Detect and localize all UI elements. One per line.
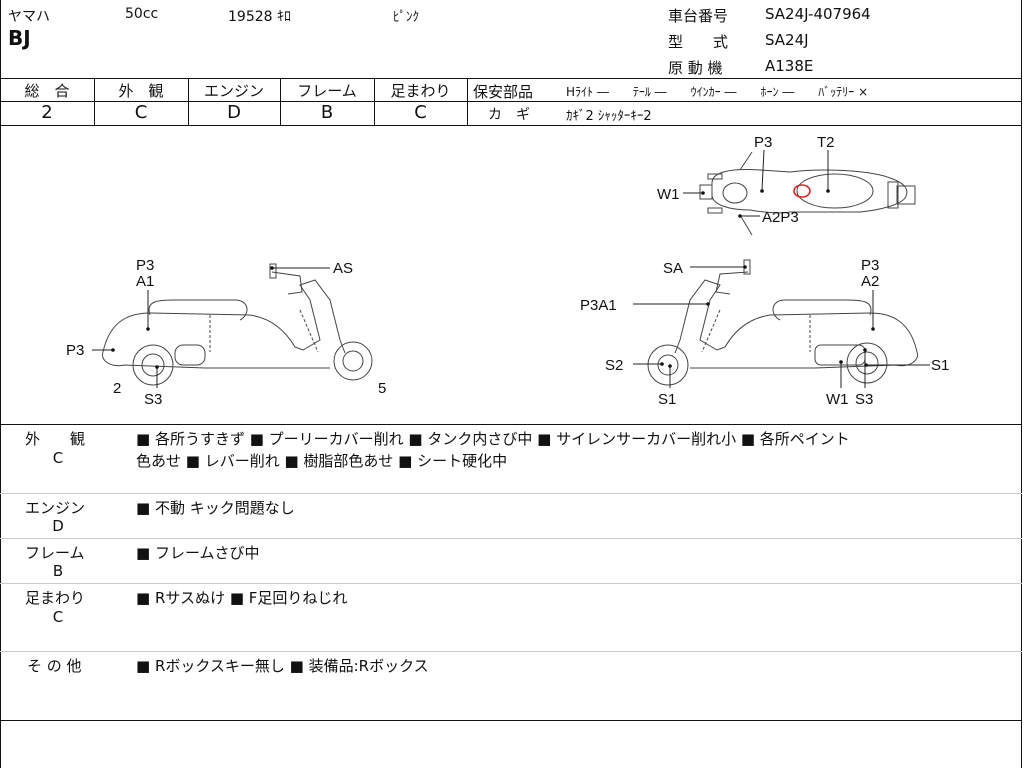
divider: [94, 78, 95, 125]
label-right-s3: S3: [855, 391, 873, 408]
label-left-a1: A1: [136, 273, 154, 290]
grade-exterior-value: C: [134, 102, 148, 123]
divider: [0, 538, 1022, 539]
note-exterior-line1: ■ 各所うすきず ■ プーリーカバー削れ ■ タンク内さび中 ■ サイレンサーカ…: [136, 430, 850, 448]
label-right-w1: W1: [826, 391, 849, 408]
engine-model: A138E: [765, 57, 814, 75]
label-top-a2p3: A2P3: [762, 209, 799, 226]
label-left-p3: P3: [136, 257, 154, 274]
type-label: 型 式: [668, 33, 729, 51]
engine-label: 原 動 機: [668, 59, 723, 77]
divider: [0, 583, 1022, 584]
note-exterior-grade: C: [52, 449, 64, 467]
divider: [0, 720, 1022, 721]
label-right-s2: S2: [605, 357, 623, 374]
note-other-label: そ の 他: [27, 657, 82, 675]
note-engine-label: エンジン: [25, 499, 86, 517]
frame-no-label: 車台番号: [668, 7, 729, 25]
model-name: BJ: [8, 26, 31, 50]
grade-frame-value: B: [320, 102, 334, 123]
displacement: 50cc: [125, 6, 159, 22]
divider: [467, 78, 468, 125]
divider: [1021, 0, 1022, 768]
frame-no: SA24J-407964: [765, 5, 871, 23]
safety-items: Hﾗｲﾄ ― ﾃｰﾙ ― ｳｲﾝｶｰ ― ﾎｰﾝ ― ﾊﾞｯﾃﾘｰ ×: [566, 85, 869, 99]
divider: [0, 424, 1022, 425]
grade-suspension-label: 足まわり: [390, 82, 451, 100]
grade-suspension-value: C: [414, 102, 427, 123]
label-left-5: 5: [378, 380, 386, 397]
note-other-line1: ■ Rボックスキー無し ■ 装備品:Rボックス: [136, 657, 429, 675]
type: SA24J: [765, 31, 809, 49]
divider: [0, 651, 1022, 652]
note-engine-line1: ■ 不動 キック問題なし: [136, 499, 295, 517]
grade-exterior-label: 外 観: [118, 82, 164, 100]
damage-marker-circle: [793, 184, 811, 198]
label-top-t2: T2: [817, 134, 835, 151]
label-left-2: 2: [113, 380, 121, 397]
divider: [0, 0, 1, 768]
note-suspension-grade: C: [52, 608, 64, 626]
scooter-top-view: [699, 151, 916, 236]
safety-label: 保安部品: [473, 83, 534, 101]
divider: [188, 78, 189, 125]
label-right-p3: P3: [861, 257, 879, 274]
label-left-as: AS: [333, 260, 353, 277]
label-right-a2: A2: [861, 273, 879, 290]
divider: [0, 78, 1022, 79]
label-top-w1: W1: [657, 186, 680, 203]
color: ﾋﾟﾝｸ: [393, 10, 419, 25]
maker: ヤマハ: [8, 9, 50, 25]
label-right-sa: SA: [663, 260, 683, 277]
keys-value: ｶｷﾞ2 ｼｬｯﾀｰｷｰ2: [566, 109, 652, 124]
label-right-s1-front: S1: [658, 391, 676, 408]
mileage: 19528 ｷﾛ: [228, 9, 291, 25]
grade-engine-value: D: [227, 102, 241, 123]
note-suspension-line1: ■ Rサスぬけ ■ F足回りねじれ: [136, 589, 348, 607]
grade-overall-value: 2: [41, 102, 53, 123]
label-right-s1-rear: S1: [931, 357, 949, 374]
note-frame-label: フレーム: [25, 544, 85, 562]
divider: [280, 78, 281, 125]
grade-engine-label: エンジン: [203, 82, 264, 100]
damage-diagram: P3 T2 W1 A2P3 P3 A1 AS P3 2 S3 5 SA P3 A…: [66, 134, 949, 408]
grade-frame-label: フレーム: [297, 82, 357, 100]
divider: [0, 493, 1022, 494]
divider: [468, 101, 1022, 102]
note-suspension-label: 足まわり: [25, 589, 86, 607]
label-right-p3a1: P3A1: [580, 297, 617, 314]
divider: [374, 78, 375, 125]
divider: [0, 125, 1022, 126]
note-exterior-label: 外 観: [25, 430, 86, 448]
note-exterior-line2: 色あせ ■ レバー削れ ■ 樹脂部色あせ ■ シート硬化中: [136, 452, 508, 470]
note-engine-grade: D: [52, 517, 64, 535]
note-frame-line1: ■ フレームさび中: [136, 544, 260, 562]
label-left-p3-front: P3: [66, 342, 84, 359]
keys-label: カ ギ: [488, 107, 530, 123]
note-frame-grade: B: [52, 562, 64, 580]
scooter-left-view: [101, 263, 373, 386]
label-left-s3: S3: [144, 391, 162, 408]
label-top-p3: P3: [754, 134, 772, 151]
grade-overall-label: 総 合: [24, 82, 70, 100]
divider: [0, 101, 468, 102]
